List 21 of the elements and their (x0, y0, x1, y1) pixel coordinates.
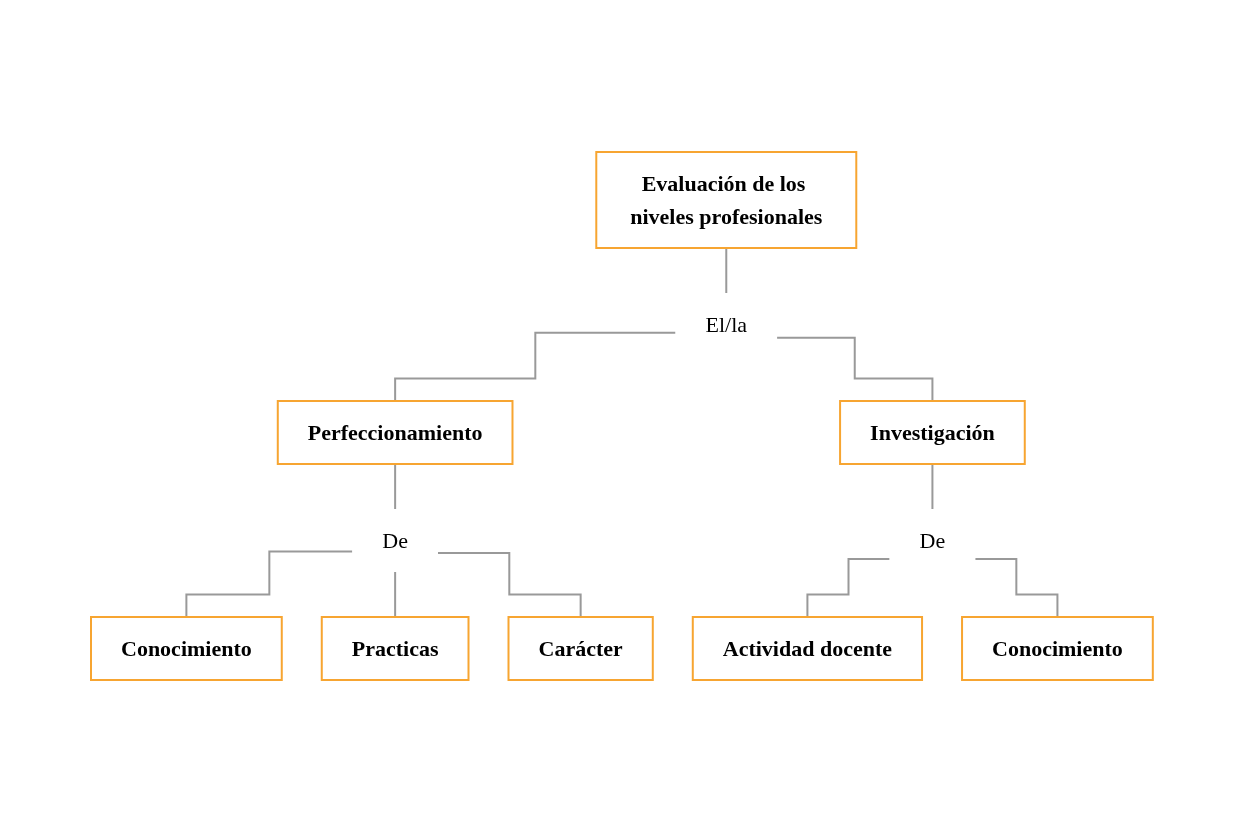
node-box: Evaluación de los niveles profesionales (594, 150, 857, 249)
connector (724, 246, 727, 294)
connector (436, 551, 582, 618)
connector (393, 462, 396, 510)
node-box: Conocimiento (89, 615, 283, 681)
connector (393, 331, 677, 402)
node-box: Actividad docente (691, 615, 923, 681)
node-text: De (919, 527, 945, 553)
node-box: Conocimiento (960, 615, 1154, 681)
connector (393, 570, 396, 618)
node-box: Investigación (838, 399, 1026, 465)
connector (775, 336, 933, 402)
node-text: El/la (705, 311, 747, 337)
connector (806, 557, 891, 618)
node-box: Carácter (507, 615, 654, 681)
node-text: De (381, 527, 408, 553)
node-box: Perfeccionamiento (276, 399, 514, 465)
connector (185, 550, 353, 618)
connector (931, 462, 933, 510)
node-box: Practicas (320, 615, 470, 681)
connector (973, 557, 1058, 618)
